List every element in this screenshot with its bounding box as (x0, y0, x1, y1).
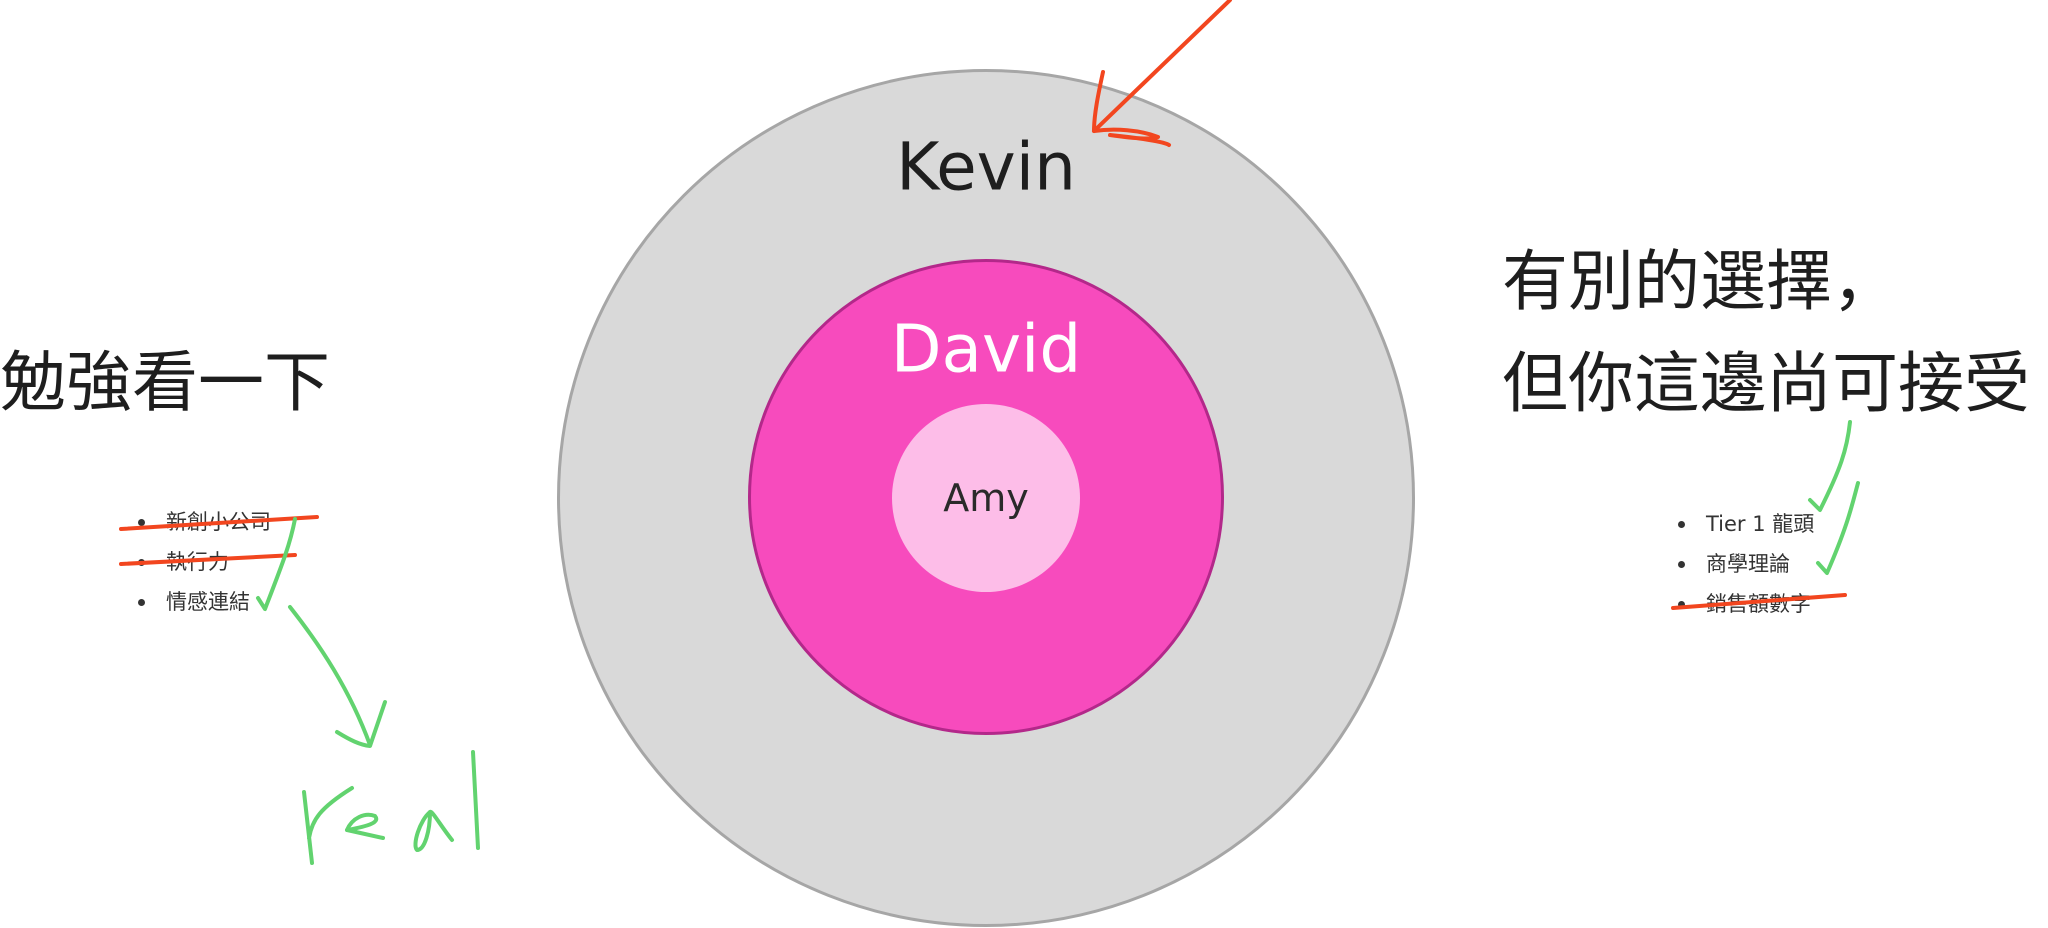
right-title-line2: 但你這邊尚可接受 (1502, 345, 2030, 422)
list-item: 新創小公司 (138, 502, 271, 542)
right-list: Tier 1 龍頭 商學理論 銷售額數字 (1678, 504, 1814, 624)
right-title-line1: 有別的選擇， (1502, 243, 1898, 320)
amy-label: Amy (943, 476, 1029, 520)
list-item: Tier 1 龍頭 (1678, 504, 1814, 544)
kevin-label: Kevin (896, 128, 1076, 206)
handwriting-real-a (413, 809, 454, 852)
left-list: 新創小公司 執行力 情感連結 (138, 502, 271, 622)
check-mark-icon (1808, 420, 1852, 512)
green-arrow-head (335, 700, 387, 748)
handwriting-real-r (302, 786, 354, 865)
list-item: 執行力 (138, 542, 271, 582)
list-item: 商學理論 (1678, 544, 1814, 584)
david-label: David (890, 310, 1082, 388)
green-arrow-shaft (288, 605, 372, 747)
inner-circle-amy (892, 404, 1080, 592)
check-mark-icon (1816, 481, 1860, 575)
left-title: 勉強看一下 (0, 344, 330, 421)
handwriting-real-l (471, 750, 480, 850)
list-item: 銷售額數字 (1678, 584, 1814, 624)
list-item: 情感連結 (138, 582, 271, 622)
handwriting-real-e (345, 812, 385, 840)
